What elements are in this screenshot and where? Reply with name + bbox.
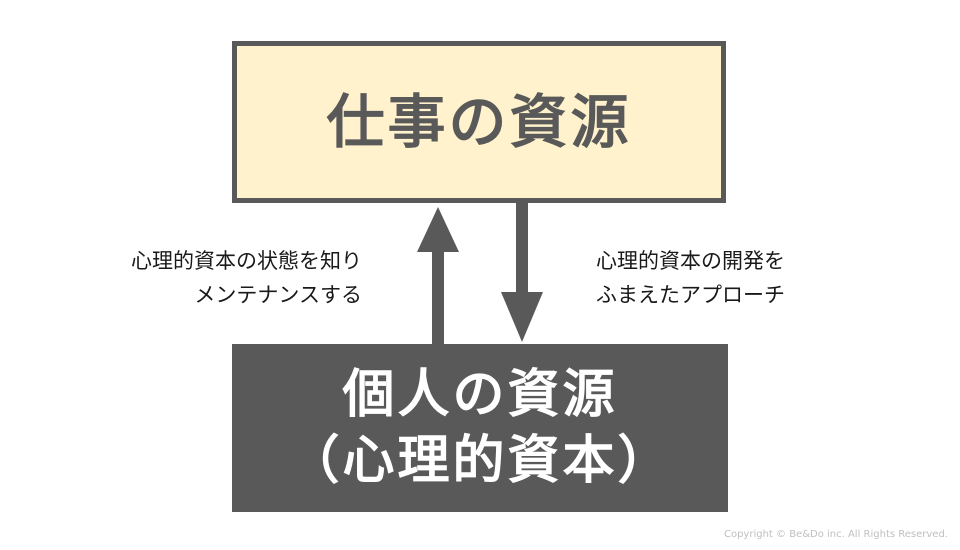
- left-arrow-label: 心理的資本の状態を知り メンテナンスする: [131, 244, 362, 312]
- work-resources-title: 仕事の資源: [326, 88, 632, 156]
- copyright-notice: Copyright © Be&Do inc. All Rights Reserv…: [723, 529, 948, 540]
- right-label-line1: 心理的資本の開発を: [596, 249, 785, 273]
- personal-resources-subtitle: （心理的資本）: [287, 431, 673, 491]
- right-arrow-label: 心理的資本の開発を ふまえたアプローチ: [596, 244, 785, 312]
- left-label-line2: メンテナンスする: [194, 283, 362, 307]
- left-label-line1: 心理的資本の状態を知り: [131, 249, 362, 273]
- work-resources-box: 仕事の資源: [232, 41, 726, 203]
- personal-resources-box: 個人の資源 （心理的資本）: [232, 344, 728, 512]
- up-arrow: [417, 207, 459, 345]
- down-arrow: [501, 203, 543, 342]
- personal-resources-title: 個人の資源: [342, 365, 618, 425]
- right-label-line2: ふまえたアプローチ: [596, 283, 785, 307]
